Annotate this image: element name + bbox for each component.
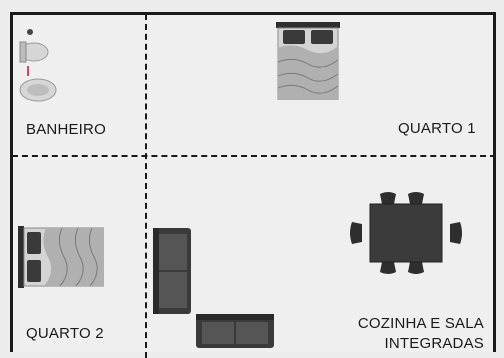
- toilet-icon: [18, 28, 54, 64]
- interior-wall-horizontal: [12, 155, 496, 157]
- label-cozinha-line1: COZINHA E SALA: [357, 315, 484, 332]
- interior-wall-vertical: [145, 14, 147, 358]
- label-cozinha-sala: COZINHA E SALA INTEGRADAS: [344, 314, 484, 354]
- label-quarto-2: QUARTO 2: [26, 325, 104, 342]
- label-cozinha-line2: INTEGRADAS: [384, 335, 484, 352]
- label-quarto-1: QUARTO 1: [398, 120, 476, 137]
- outer-walls: [10, 12, 496, 352]
- sofa-icon: [196, 314, 274, 348]
- dining-table-icon: [350, 190, 462, 276]
- sofa-icon: [153, 228, 191, 314]
- label-banheiro: BANHEIRO: [26, 121, 106, 138]
- double-bed-icon: [276, 22, 340, 100]
- sink-icon: [18, 64, 58, 104]
- double-bed-icon: [18, 226, 104, 288]
